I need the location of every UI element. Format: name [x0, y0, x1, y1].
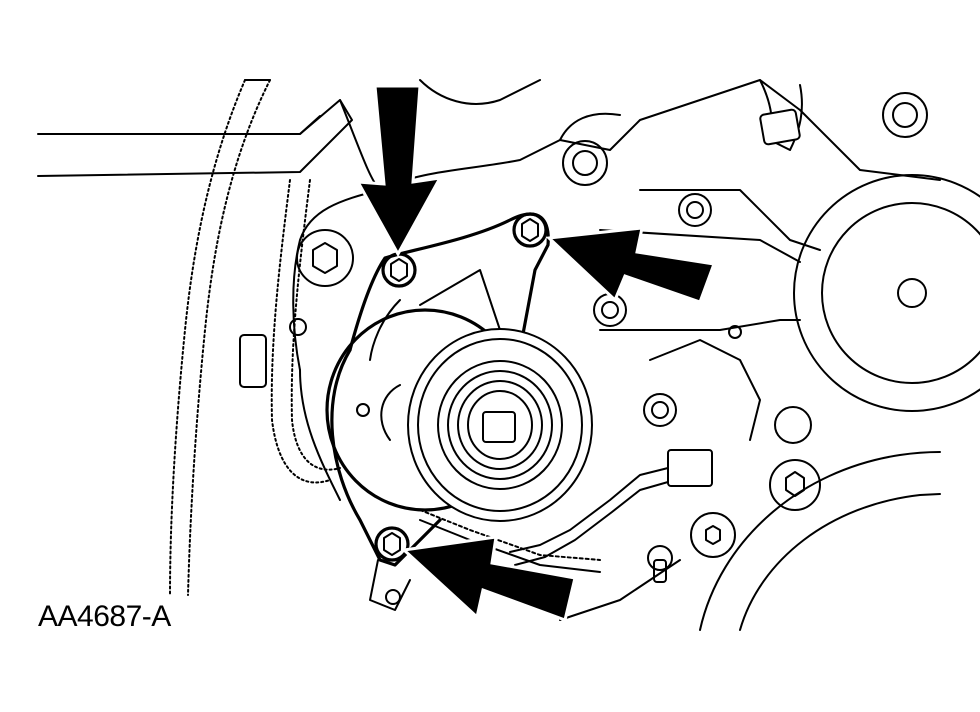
- engine-bolts: [239, 92, 928, 583]
- crankshaft-pulley: [699, 451, 941, 631]
- tensioner-bolt-lower: [374, 526, 410, 562]
- tensioner-pulley: [407, 328, 593, 522]
- arrow-lower-bolt: [400, 535, 577, 622]
- water-pump-pulley: [793, 174, 980, 412]
- arrow-right-bolt: [545, 226, 717, 304]
- drive-belt: [419, 509, 601, 573]
- tensioner-bolt-upper: [381, 252, 417, 288]
- tensioner-bolt-right: [512, 212, 548, 248]
- coolant-tube: [37, 99, 353, 177]
- sensor-connector: [509, 449, 713, 566]
- arrow-upper-bolt: [355, 84, 443, 258]
- upper-hose: [759, 79, 803, 151]
- figure-id-label: AA4687-A: [38, 600, 171, 633]
- tensioner-bracket: [330, 212, 550, 611]
